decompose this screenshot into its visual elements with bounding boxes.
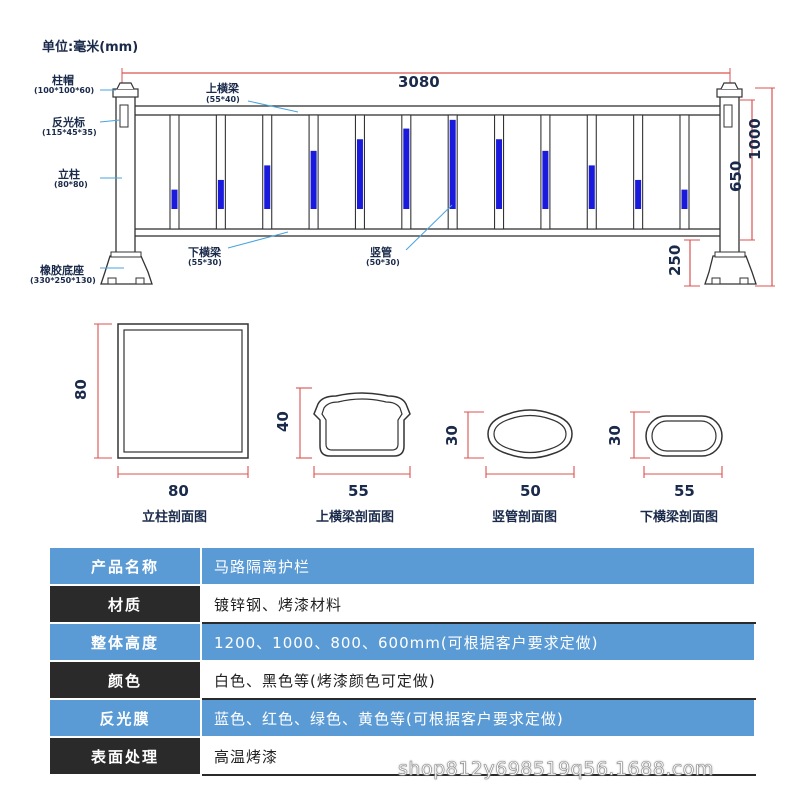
picket-section-width: 50 (520, 482, 541, 500)
post-cap-size: (100*100*60) (34, 86, 95, 95)
top-rail (131, 105, 723, 116)
spec-key: 材质 (48, 584, 202, 624)
bottom-rail-section-shape (645, 415, 723, 457)
picket-size: (50*30) (366, 258, 400, 267)
bottom-rail-section-width: 55 (674, 482, 695, 500)
total-length-label: 3080 (398, 73, 440, 91)
spec-row-material: 材质 镀锌钢、烤漆材料 (48, 584, 756, 624)
picket-section-shape (487, 409, 573, 459)
spec-row-color: 颜色 白色、黑色等(烤漆颜色可定做) (48, 660, 756, 700)
spec-value: 蓝色、红色、绿色、黄色等(可根据客户要求定做) (200, 698, 756, 738)
spec-row-surface-treatment: 表面处理 高温烤漆 (48, 736, 756, 776)
spec-value: 马路隔离护栏 (200, 546, 756, 586)
reflector-size: (115*45*35) (42, 128, 97, 137)
bottom-rail-label: 下横梁 (188, 246, 221, 259)
bottom-rail-section-height: 30 (606, 425, 624, 446)
post-section-height: 80 (72, 379, 90, 400)
picket (679, 114, 690, 230)
bottom-rail-size: (55*30) (188, 258, 222, 267)
picket-reflector-fill (449, 119, 456, 209)
picket-reflector-fill (588, 165, 595, 209)
top-rail-section-caption: 上横梁剖面图 (316, 510, 395, 525)
top-rail-section-height: 40 (274, 411, 292, 432)
picket-reflector-fill (496, 139, 503, 209)
picket-reflector-fill (217, 179, 224, 209)
post-label: 立柱 (58, 168, 80, 181)
picket (215, 114, 226, 230)
picket-section-height: 30 (443, 425, 461, 446)
post-section-shape (117, 323, 249, 459)
picket-reflector-fill (171, 189, 178, 209)
height-1000-label: 1000 (746, 118, 764, 160)
base-size: (330*250*130) (30, 276, 96, 285)
picket-reflector-fill (310, 150, 317, 209)
post-section-width: 80 (168, 482, 189, 500)
top-rail-label: 上横梁 (206, 82, 239, 95)
spec-key: 表面处理 (48, 736, 202, 776)
top-rail-size: (55*40) (206, 95, 240, 104)
left-post (100, 82, 153, 285)
bottom-rail-section-caption: 下横梁剖面图 (640, 510, 719, 525)
spec-value: 白色、黑色等(烤漆颜色可定做) (200, 660, 756, 700)
base-label: 橡胶底座 (40, 264, 84, 277)
picket-reflector-fill (635, 179, 642, 209)
height-650-label: 650 (727, 160, 745, 192)
watermark: shop812y698519q56.1688.com (398, 758, 714, 781)
fence-drawing (99, 68, 775, 287)
spec-table: 产品名称 马路隔离护栏 材质 镀锌钢、烤漆材料 整体高度 1200、1000、8… (48, 546, 756, 776)
picket-reflector-fill (356, 139, 363, 209)
spec-value: 1200、1000、800、600mm(可根据客户要求定做) (200, 622, 756, 662)
spec-row-product-name: 产品名称 马路隔离护栏 (48, 546, 756, 586)
picket-section-caption: 竖管剖面图 (492, 510, 558, 525)
picket-reflector-fill (403, 128, 410, 209)
pickets (169, 114, 690, 230)
picket-reflector-fill (542, 150, 549, 209)
spec-row-height: 整体高度 1200、1000、800、600mm(可根据客户要求定做) (48, 622, 756, 662)
height-250-label: 250 (666, 244, 684, 276)
spec-row-reflective-film: 反光膜 蓝色、红色、绿色、黄色等(可根据客户要求定做) (48, 698, 756, 738)
post-cap-label: 柱帽 (52, 74, 74, 87)
picket (633, 114, 644, 230)
cross-sections (94, 323, 723, 478)
picket (169, 114, 180, 230)
picket-label: 竖管 (370, 246, 392, 259)
reflector-label: 反光标 (52, 116, 85, 129)
post-cap (112, 88, 139, 98)
top-rail-section-width: 55 (348, 482, 369, 500)
picket-reflector-fill (681, 189, 688, 209)
spec-value: 镀锌钢、烤漆材料 (200, 584, 756, 624)
top-rail-section-shape (313, 392, 411, 457)
unit-label: 单位:毫米(mm) (42, 40, 139, 55)
reflector (119, 104, 129, 128)
spec-key: 反光膜 (48, 698, 202, 738)
right-post (704, 82, 757, 285)
spec-key: 产品名称 (48, 546, 202, 586)
spec-value: 高温烤漆 (200, 736, 756, 776)
picket-reflector-fill (264, 165, 271, 209)
spec-key: 整体高度 (48, 622, 202, 662)
post-section-caption: 立柱剖面图 (142, 510, 208, 525)
spec-key: 颜色 (48, 660, 202, 700)
post-size: (80*80) (54, 180, 88, 189)
